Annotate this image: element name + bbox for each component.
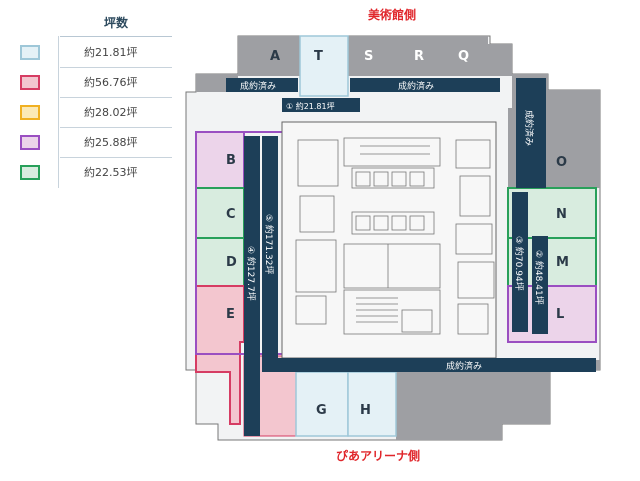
bar-contracted-top-right [350,78,490,92]
zone-label-D: D [226,255,237,270]
bar-right-connector [490,78,500,92]
bar-area-4 [244,136,260,436]
legend-value: 約56.76坪 [84,76,138,89]
legend-value: 約21.81坪 [84,46,138,59]
zone-label-T: T [314,49,323,64]
legend-header: 坪数 [60,8,172,37]
bar-text-area-2: ② 約48.41坪 [533,250,545,305]
bar-text-area-5: ⑤ 約171.32坪 [263,214,275,274]
zone-label-H: H [360,403,371,418]
bar-contracted-top-left [226,78,298,92]
zone-label-Q: Q [458,49,469,64]
legend-value: 約22.53坪 [84,166,138,179]
zone-label-R: R [414,49,424,64]
side-label-bottom: ぴあアリーナ側 [336,449,421,463]
legend-row-4: 約25.88坪 [0,128,172,158]
zone-top-band [238,36,488,76]
bar-text-area-4: ④ 約127.7坪 [245,246,257,301]
swatch-light-blue [20,45,40,60]
core-details [295,137,495,335]
legend-row-1: 約21.81坪 [0,38,172,68]
bar-right-vertical [516,78,546,188]
legend-divider [58,36,59,188]
legend-row-2: 約56.76坪 [0,68,172,98]
bar-area-3 [512,192,528,332]
bar-area-5 [262,136,278,368]
zone-T [299,35,349,97]
zone-label-S: S [364,49,373,64]
bar-text-area-1: ① 約21.81坪 [286,101,335,111]
legend-value: 約28.02坪 [84,106,138,119]
bar-text-contracted-top-left: 成約済み [240,80,276,92]
zone-C [195,187,245,239]
swatch-purple [20,135,40,150]
zone-bottom-right [396,360,600,440]
zone-label-A: A [270,49,280,64]
bar-text-contracted-right: 成約済み [523,110,535,146]
zone-label-E: E [226,307,235,322]
zone-label-N: N [556,207,567,222]
zone-B [195,131,245,189]
zone-top-right-ext [488,44,512,76]
bar-text-area-3: ③ 約70.94坪 [513,236,525,291]
legend-row-5: 約22.53坪 [0,158,172,188]
swatch-pink [20,75,40,90]
bar-text-contracted-top-right: 成約済み [398,80,434,92]
zone-H [347,371,397,437]
swatch-green [20,165,40,180]
swatch-yellow [20,105,40,120]
zone-label-G: G [316,403,327,418]
legend-row-3: 約28.02坪 [0,98,172,128]
zone-label-O: O [556,155,567,170]
bar-contracted-bottom [396,358,596,372]
zone-label-B: B [226,153,236,168]
zone-label-M: M [556,255,569,270]
legend-value: 約25.88坪 [84,136,138,149]
bar-bottom-connector [262,358,396,372]
bar-text-contracted-bottom: 成約済み [446,360,482,372]
zone-label-L: L [556,307,564,322]
side-label-top: 美術館側 [368,8,417,22]
zone-label-C: C [226,207,236,222]
bar-area-2 [532,236,548,334]
bar-area-1 [282,98,360,112]
zone-D [195,237,245,287]
